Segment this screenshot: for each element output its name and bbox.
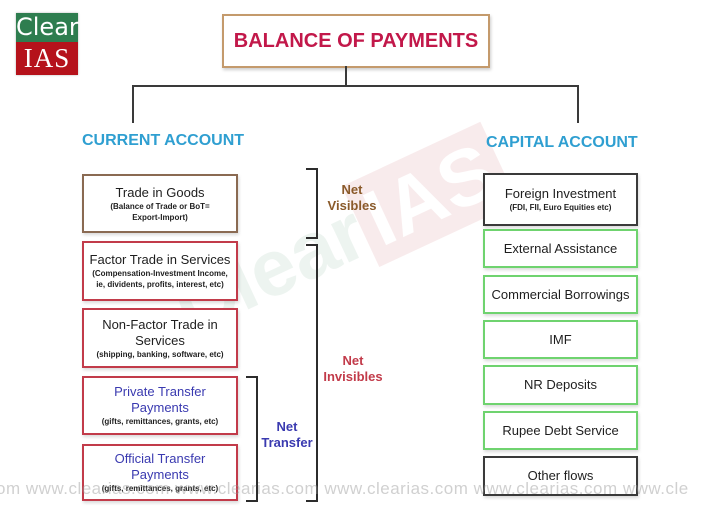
box-external-assistance: External Assistance <box>483 229 638 268</box>
page-title: BALANCE OF PAYMENTS <box>233 29 479 52</box>
connector-left-down <box>132 85 134 123</box>
box-private-transfer: Private Transfer Payments (gifts, remitt… <box>82 376 238 435</box>
box-other-flows: Other flows <box>483 456 638 496</box>
box-factor-trade: Factor Trade in Services (Compensation-I… <box>82 241 238 301</box>
connector-horizontal <box>132 85 578 87</box>
bracket-net-invisibles <box>306 244 318 502</box>
connector-right-down <box>577 85 579 123</box>
box-trade-in-goods: Trade in Goods (Balance of Trade or BoT=… <box>82 174 238 233</box>
logo-top: Clear <box>16 13 79 42</box>
capital-account-heading: CAPITAL ACCOUNT <box>486 134 638 151</box>
clearias-logo: Clear IAS <box>16 13 79 75</box>
watermark-url-strip: om www.clearias.com www.clearias.com www… <box>0 479 689 498</box>
title-box: BALANCE OF PAYMENTS <box>222 14 490 68</box>
current-account-heading: CURRENT ACCOUNT <box>82 132 245 149</box>
bracket-net-visibles <box>306 168 318 239</box>
box-official-transfer: Official Transfer Payments (gifts, remit… <box>82 444 238 501</box>
box-rupee-debt-service: Rupee Debt Service <box>483 411 638 450</box>
box-non-factor-trade: Non-Factor Trade in Services (shipping, … <box>82 308 238 368</box>
box-foreign-investment: Foreign Investment (FDI, FII, Euro Equit… <box>483 173 638 226</box>
bracket-net-transfer <box>246 376 258 502</box>
logo-bottom: IAS <box>16 42 78 75</box>
box-commercial-borrowings: Commercial Borrowings <box>483 275 638 314</box>
connector-title-down <box>345 66 347 87</box>
box-nr-deposits: NR Deposits <box>483 365 638 405</box>
box-imf: IMF <box>483 320 638 359</box>
